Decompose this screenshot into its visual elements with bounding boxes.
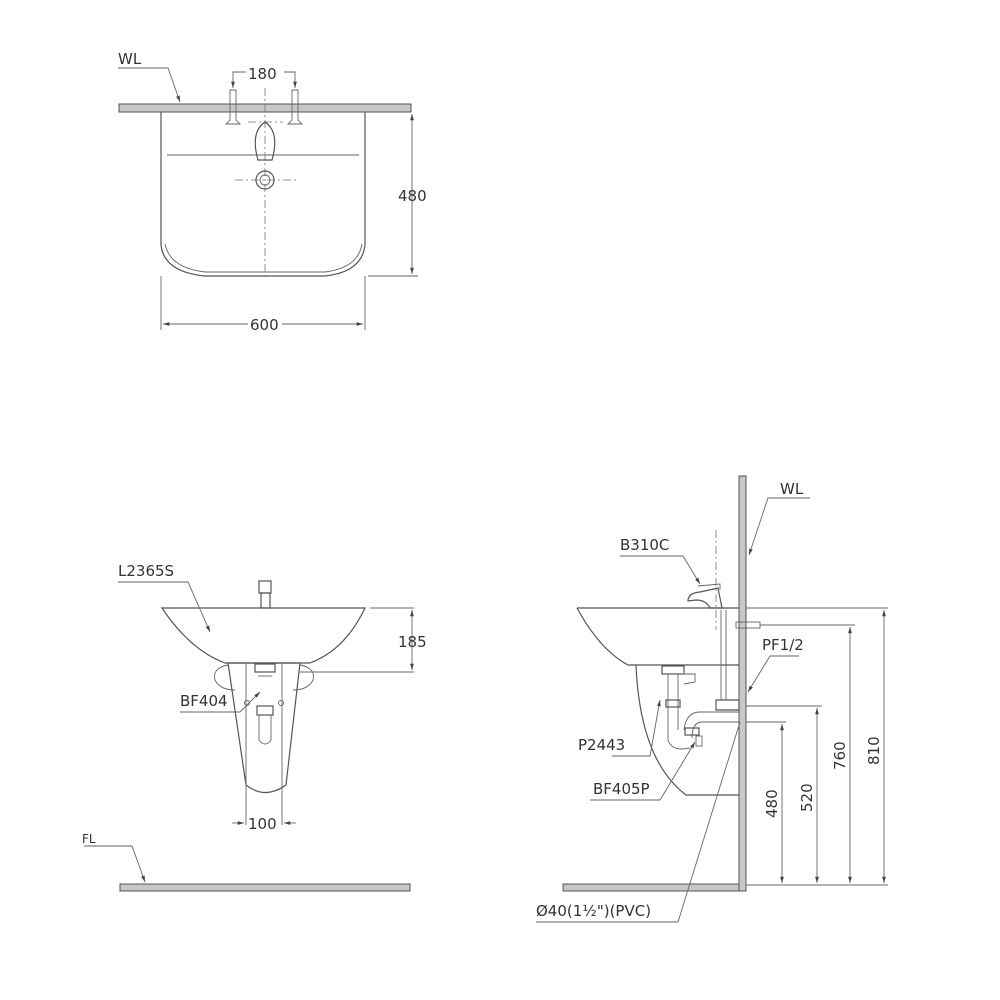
wall-slab-side [738, 475, 747, 892]
waste-flange [254, 663, 276, 673]
fl-leader [84, 845, 146, 883]
side-wl-leader [748, 497, 810, 556]
dim-185: 185 [398, 633, 427, 651]
pedestal-front [227, 662, 301, 794]
faucet-top-icon [254, 121, 276, 161]
pedestal-ear-right [292, 664, 314, 691]
basin-front [160, 607, 366, 664]
faucet-front-icon [258, 580, 272, 594]
pedestal-ear-left [214, 664, 236, 691]
dim-760: 760 [831, 741, 849, 770]
top-view: WL 180 480 600 [118, 50, 427, 334]
faucet-side-icon [687, 587, 723, 609]
trap-nut-side [665, 699, 681, 708]
bolt-front-right [278, 700, 284, 706]
side-wall-label: WL [780, 480, 804, 498]
bolt-left-icon [224, 89, 242, 125]
cleanout-plug [695, 735, 703, 747]
dim-600: 600 [250, 316, 279, 334]
basin-side [576, 607, 739, 666]
faucet-lever [697, 583, 721, 590]
front-view: L2365S BF404 185 100 FL [82, 562, 427, 892]
trap-label: BF405P [593, 780, 650, 798]
bf405p-leader [590, 741, 696, 801]
drain-leader [536, 721, 741, 923]
dim-480-side: 480 [763, 789, 781, 818]
faucet-body [260, 592, 271, 609]
b310c-leader [620, 555, 701, 585]
basin-bowl-top [164, 154, 363, 273]
dim-180-left [231, 71, 246, 88]
waste-flange-side [661, 665, 685, 675]
pedestal-side [635, 664, 739, 796]
basin-label: L2365S [118, 562, 174, 580]
wl-leader [118, 67, 181, 103]
waste-label: BF404 [180, 692, 228, 710]
floor-slab [119, 883, 411, 892]
trap-nut-outlet [684, 727, 700, 736]
bolt-right-icon [286, 89, 304, 125]
floor-label: FL [82, 832, 96, 846]
pedestal-label: P2443 [578, 736, 625, 754]
l2365s-leader [118, 581, 211, 633]
drain-top-icon [255, 170, 275, 190]
faucet-label: B310C [620, 536, 669, 554]
basin-outline-top [160, 112, 366, 277]
drain-inner [259, 174, 271, 186]
bf404-leader [180, 691, 261, 713]
dim-480: 480 [398, 187, 427, 205]
p2443-leader [612, 699, 661, 757]
dim-100: 100 [248, 815, 277, 833]
pf12-leader [747, 655, 799, 693]
angle-valve-icon [715, 699, 740, 711]
side-view: WL B310C P2443 BF405P PF1/2 [536, 475, 888, 923]
wl-label: WL [118, 50, 142, 68]
dim-180: 180 [248, 65, 277, 83]
dim-810: 810 [865, 736, 883, 765]
trap-nut [256, 705, 274, 716]
supply-label: PF1/2 [762, 636, 804, 654]
trap-bend-icon [258, 715, 272, 745]
dim-520: 520 [798, 783, 816, 812]
trap-outlet-pipe [683, 711, 739, 739]
drain-label: Ø40(1½")(PVC) [536, 902, 651, 920]
floor-slab-side [562, 883, 740, 892]
dim-180-right [284, 71, 297, 88]
supply-valve [682, 673, 696, 685]
trap-bend-side [667, 739, 691, 750]
